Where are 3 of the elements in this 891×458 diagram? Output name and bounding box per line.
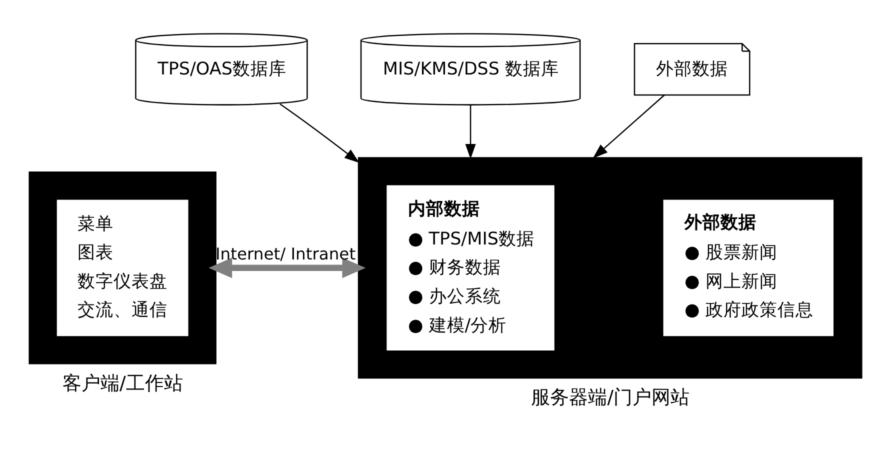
- node-label: 服务器端/门户网站: [531, 387, 690, 408]
- node-label: 客户端/工作站: [62, 372, 183, 394]
- edge-label: Internet/ Intranet: [216, 244, 356, 264]
